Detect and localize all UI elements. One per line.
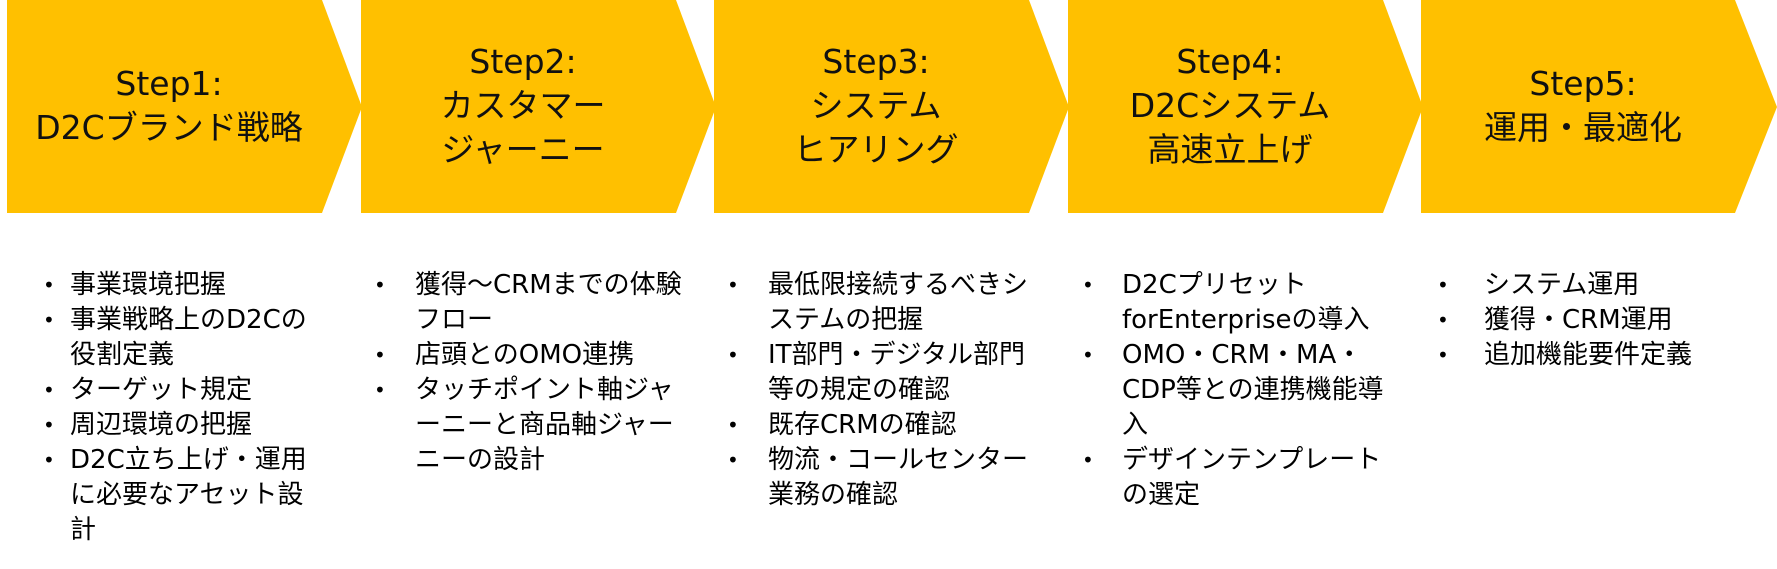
task-item: • D2Cプリセット forEnterpriseの導入 xyxy=(1082,268,1402,338)
task-item: • タッチポイント軸ジャーニーと商品軸ジャーニーの設計 xyxy=(374,373,685,478)
step1-task-list: • 事業環境把握 • 事業戦略上のD2Cの役割定義 • ターゲット規定 • 周辺環境の把握 • D… xyxy=(43,268,320,548)
task-item: • D2C立ち上げ・運用に必要なアセット設計 xyxy=(43,443,320,548)
task-text: D2C立ち上げ・運用に必要なアセット設計 xyxy=(70,445,307,545)
step-number: Step4: xyxy=(1176,42,1284,81)
chevron-step1 xyxy=(7,0,362,213)
task-item: • 既存CRMの確認 xyxy=(727,408,1033,443)
task-item: • 事業環境把握 xyxy=(43,268,320,303)
task-item: • デザインテンプレートの選定 xyxy=(1082,443,1402,513)
step-name: 運用・最適化 xyxy=(1484,108,1682,147)
step3-title: Step3: システム ヒアリング xyxy=(711,40,1041,172)
bullet-icon: • xyxy=(727,413,739,437)
task-text: ターゲット規定 xyxy=(70,375,253,405)
step-name: D2Cシステム xyxy=(1129,86,1331,125)
task-text: 既存CRMの確認 xyxy=(768,410,957,440)
task-item: • 事業戦略上のD2Cの役割定義 xyxy=(43,303,320,373)
step5-task-list: • システム運用 • 獲得・CRM運用 • 追加機能要件定義 xyxy=(1437,268,1754,373)
task-text: デザインテンプレートの選定 xyxy=(1122,445,1382,510)
chevron-step3 xyxy=(714,0,1069,213)
task-text: 事業環境把握 xyxy=(70,270,227,300)
bullet-icon: • xyxy=(727,343,739,367)
task-text: タッチポイント軸ジャーニーと商品軸ジャーニーの設計 xyxy=(415,375,674,475)
step2-title: Step2: カスタマー ジャーニー xyxy=(358,40,688,172)
step-name: カスタマー xyxy=(440,86,606,125)
step-name: システム xyxy=(810,86,942,125)
bullet-icon: • xyxy=(1437,343,1449,367)
bullet-icon: • xyxy=(374,378,386,402)
bullet-icon: • xyxy=(1082,343,1094,367)
task-text: D2Cプリセット forEnterpriseの導入 xyxy=(1122,270,1370,335)
bullet-icon: • xyxy=(374,343,386,367)
chevron-step2 xyxy=(361,0,716,213)
task-text: 追加機能要件定義 xyxy=(1484,340,1693,370)
task-item: • 獲得～CRMまでの体験フロー xyxy=(374,268,685,338)
task-text: IT部門・デジタル部門等の規定の確認 xyxy=(768,340,1026,405)
task-text: 事業戦略上のD2Cの役割定義 xyxy=(70,305,307,370)
task-text: 物流・コールセンター業務の確認 xyxy=(768,445,1029,510)
bullet-icon: • xyxy=(1437,308,1449,332)
task-item: • 最低限接続するべきシステムの把握 xyxy=(727,268,1033,338)
bullet-icon: • xyxy=(727,448,739,472)
task-text: 店頭とのOMO連携 xyxy=(415,340,635,370)
task-item: • 追加機能要件定義 xyxy=(1437,338,1754,373)
bullet-icon: • xyxy=(43,308,55,332)
step4-title: Step4: D2Cシステム 高速立上げ xyxy=(1065,40,1395,172)
step1-title: Step1: D2Cブランド戦略 xyxy=(4,62,334,150)
task-item: • OMO・CRM・MA・CDP等との連携機能導入 xyxy=(1082,338,1402,443)
step-number: Step1: xyxy=(115,64,223,103)
task-text: OMO・CRM・MA・CDP等との連携機能導入 xyxy=(1122,340,1384,440)
chevron-step5 xyxy=(1421,0,1777,213)
step3-task-list: • 最低限接続するべきシステムの把握 • IT部門・デジタル部門等の規定の確認 • 既存C… xyxy=(727,268,1033,513)
task-item: • 店頭とのOMO連携 xyxy=(374,338,685,373)
task-text: 最低限接続するべきシステムの把握 xyxy=(768,270,1029,335)
bullet-icon: • xyxy=(43,378,55,402)
process-chevrons xyxy=(7,0,1777,213)
bullet-icon: • xyxy=(374,273,386,297)
step-name: D2Cブランド戦略 xyxy=(35,108,303,147)
task-item: • 物流・コールセンター業務の確認 xyxy=(727,443,1033,513)
step4-task-list: • D2Cプリセット forEnterpriseの導入 • OMO・CRM・MA・CD… xyxy=(1082,268,1402,513)
bullet-icon: • xyxy=(727,273,739,297)
bullet-icon: • xyxy=(1437,273,1449,297)
task-item: • 周辺環境の把握 xyxy=(43,408,320,443)
task-item: • ターゲット規定 xyxy=(43,373,320,408)
step-name: 高速立上げ xyxy=(1147,130,1313,169)
step5-title: Step5: 運用・最適化 xyxy=(1418,62,1748,150)
step-number: Step2: xyxy=(469,42,577,81)
bullet-icon: • xyxy=(43,273,55,297)
step-name: ジャーニー xyxy=(441,130,605,169)
task-text: 獲得～CRMまでの体験フロー xyxy=(415,270,682,335)
step2-task-list: • 獲得～CRMまでの体験フロー • 店頭とのOMO連携 • タッチポイント軸ジャーニーと… xyxy=(374,268,685,478)
chevron-step4 xyxy=(1068,0,1423,213)
bullet-icon: • xyxy=(43,448,55,472)
task-text: システム運用 xyxy=(1484,270,1640,300)
bullet-icon: • xyxy=(1082,448,1094,472)
task-text: 獲得・CRM運用 xyxy=(1484,305,1673,335)
task-item: • システム運用 xyxy=(1437,268,1754,303)
bullet-icon: • xyxy=(1082,273,1094,297)
task-item: • IT部門・デジタル部門等の規定の確認 xyxy=(727,338,1033,408)
step-number: Step5: xyxy=(1529,64,1637,103)
bullet-icon: • xyxy=(43,413,55,437)
task-item: • 獲得・CRM運用 xyxy=(1437,303,1754,338)
task-text: 周辺環境の把握 xyxy=(70,410,253,440)
step-number: Step3: xyxy=(822,42,930,81)
step-name: ヒアリング xyxy=(793,130,959,169)
